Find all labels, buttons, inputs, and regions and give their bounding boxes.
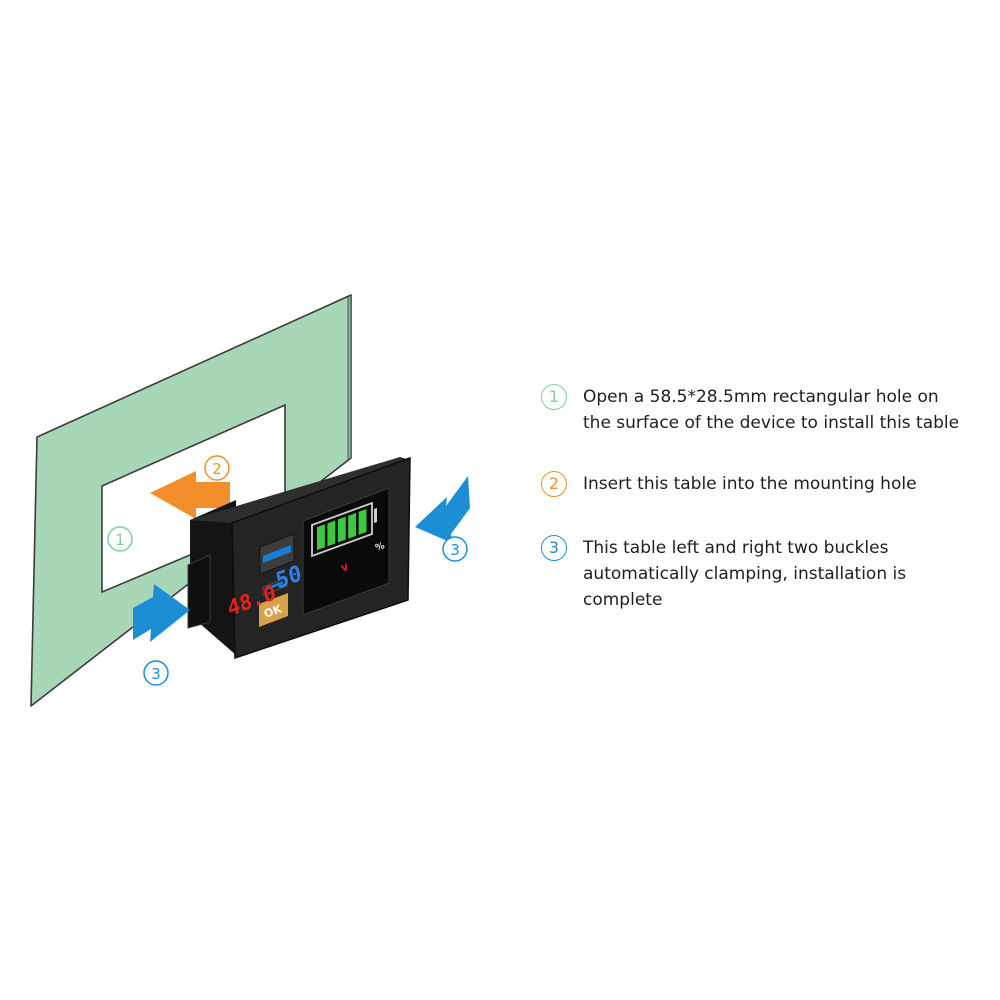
insert-arrow-icon [150, 471, 230, 519]
ok-button [259, 593, 288, 627]
step-2-marker-circle [204, 455, 230, 481]
battery-level-bar [317, 524, 325, 551]
battery-icon [311, 501, 373, 558]
device-top [190, 457, 410, 523]
percent-unit: % [374, 541, 386, 553]
panel-edge [347, 294, 352, 461]
right-clamp-arrow-icon [415, 476, 470, 543]
battery-level-bars [317, 509, 367, 551]
step-1: 1 Open a 58.5*28.5mm rectangular hole on… [541, 384, 963, 436]
voltage-unit: V [340, 563, 350, 575]
left-buckle [187, 554, 211, 629]
left-clamp-arrow-icon [133, 584, 190, 642]
step-2-text: Insert this table into the mounting hole [583, 474, 917, 494]
ok-button-label: OK [262, 602, 284, 620]
battery-level-bar [358, 509, 367, 535]
step-3-text: This table left and right two buckles au… [583, 538, 907, 610]
step-1-text: Open a 58.5*28.5mm rectangular hole on t… [583, 387, 960, 433]
step-1-marker-label: 1 [115, 531, 125, 549]
step-3-marker-circle-left [143, 660, 169, 686]
usb-c-tongue-icon [267, 581, 283, 590]
step-2-number: 2 [541, 471, 567, 497]
battery-level-bar [337, 516, 346, 543]
battery-tip-icon [374, 508, 377, 523]
usb-a-tongue-icon [263, 545, 291, 563]
battery-level-bar [327, 520, 336, 547]
step-2: 2 Insert this table into the mounting ho… [541, 471, 963, 497]
battery-level-bar [348, 512, 357, 539]
step-1-number: 1 [541, 384, 567, 410]
step-1-marker-circle [107, 526, 133, 552]
step-3-marker-circle-right [442, 536, 468, 562]
step-3-marker-label-right: 3 [450, 541, 460, 559]
step-2-marker-label: 2 [212, 460, 222, 478]
step-3: 3 This table left and right two buckles … [541, 535, 963, 613]
step-3-number: 3 [541, 535, 567, 561]
step-3-marker-label-left: 3 [151, 665, 161, 683]
